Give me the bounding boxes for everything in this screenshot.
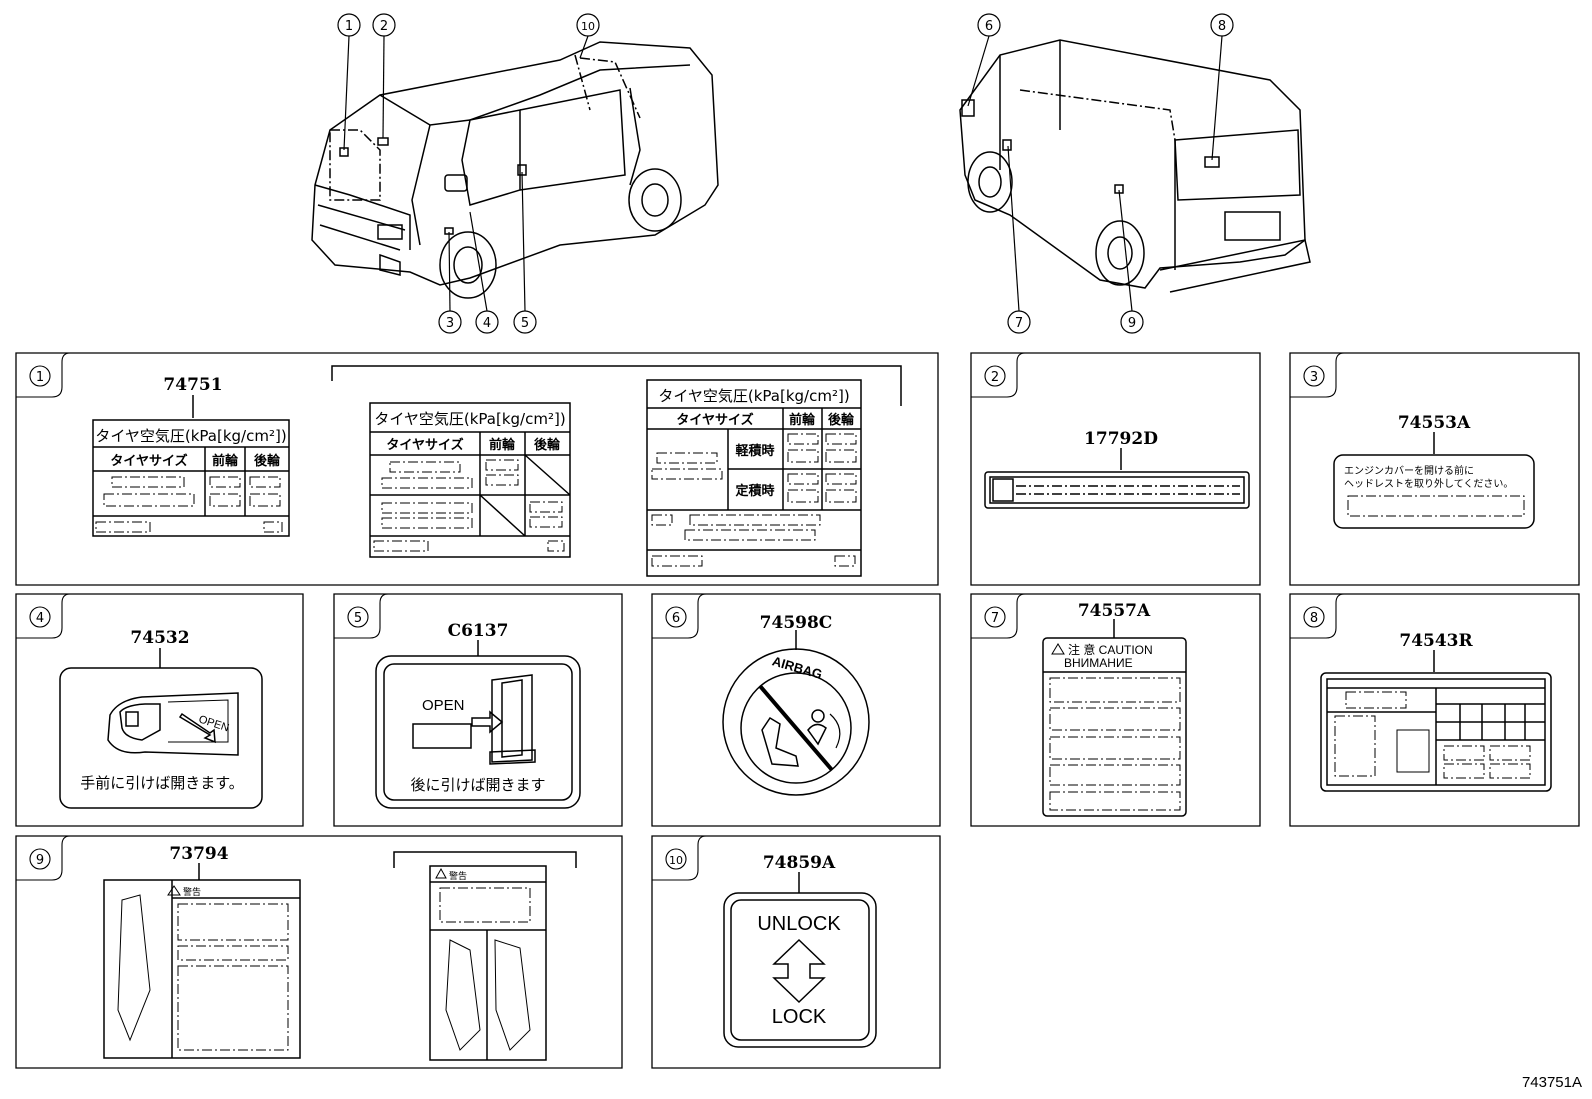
- tire-label-3-title: タイヤ空気圧(kPa[kg/cm²]): [658, 387, 849, 405]
- callout-9: 9: [1128, 316, 1136, 331]
- diagram-code: 743751A: [1521, 1074, 1582, 1091]
- panel-8-part-number: 74543R: [1399, 631, 1473, 651]
- panel-3-number: 3: [1310, 370, 1318, 385]
- panel-6-airbag-label: [722, 630, 870, 796]
- tire-label-1-size: タイヤサイズ: [110, 453, 187, 469]
- panel-5-open-text: OPEN: [422, 697, 465, 714]
- panel-1-part-number: 74751: [163, 375, 222, 395]
- panel-10-lock-text: LOCK: [772, 1006, 827, 1028]
- tire-label-1-rear: 後輪: [254, 453, 281, 469]
- panel-7-part-number: 74557A: [1078, 601, 1151, 621]
- panel-3-engine-cover-label: [1333, 432, 1535, 529]
- tire-label-1-title: タイヤ空気圧(kPa[kg/cm²]): [95, 427, 286, 445]
- panel-number-tabs: [16, 352, 1345, 881]
- tire-label-2-size: タイヤサイズ: [386, 437, 463, 453]
- panel-4-number: 4: [36, 611, 44, 626]
- callout-3: 3: [446, 316, 454, 331]
- panel-8-number: 8: [1310, 611, 1318, 626]
- panel-6-number: 6: [672, 611, 680, 626]
- callout-2: 2: [380, 19, 388, 34]
- panel-10-number: 10: [669, 854, 683, 867]
- panel-10-lock-label: [723, 872, 877, 1048]
- panel-1-number: 1: [36, 370, 44, 385]
- panel-7-caution-label: [1042, 619, 1187, 817]
- panel-8-info-label: [1320, 650, 1552, 792]
- panel-3-text-line1: エンジンカバーを開ける前に: [1344, 464, 1474, 477]
- panel-5-part-number: C6137: [448, 621, 509, 641]
- callout-1: 1: [345, 19, 353, 34]
- tire-label-2-front: 前輪: [489, 437, 516, 453]
- panel-6-part-number: 74598C: [760, 613, 833, 633]
- panel-9-warn-text-1: 警告: [183, 886, 201, 898]
- tire-label-3-front: 前輪: [789, 412, 816, 428]
- panel-6-airbag-text: AIRBAG: [771, 653, 824, 682]
- panel-5-number: 5: [354, 611, 362, 626]
- panel-7-header-line1: 注 意 CAUTION: [1068, 642, 1153, 657]
- panel-2-number: 2: [991, 370, 999, 385]
- tire-label-2-title: タイヤ空気圧(kPa[kg/cm²]): [374, 410, 565, 428]
- panel-4-part-number: 74532: [130, 628, 189, 648]
- panel-3-text-line2: ヘッドレストを取り外してください。: [1344, 478, 1513, 490]
- panel-4-door-handle-label: [59, 648, 263, 809]
- van-rear-illustration: [959, 39, 1311, 293]
- tire-label-2-rear: 後輪: [534, 437, 561, 453]
- panel-5-rear-handle-label: [375, 640, 581, 809]
- callout-markers: [337, 13, 1234, 334]
- panel-9-number: 9: [36, 853, 44, 868]
- tire-label-3-rear: 後輪: [828, 412, 855, 428]
- panel-2-part-number: 17792D: [1084, 429, 1158, 449]
- panel-2-strip-label: [984, 448, 1250, 509]
- van-front-illustration: [311, 41, 719, 299]
- panel-3-part-number: 74553A: [1398, 413, 1471, 433]
- panel-9-part-number: 73794: [169, 844, 228, 864]
- panel-9-warning-labels: [103, 851, 577, 1061]
- callout-numbers: 1 2 10 3 4 5 6 8 7 9: [345, 19, 1226, 331]
- callout-10: 10: [581, 20, 595, 33]
- panel-5-caption: 後に引けば開きます: [410, 776, 545, 794]
- panel-7-number: 7: [991, 611, 999, 626]
- panel-10-unlock-text: UNLOCK: [757, 913, 841, 935]
- tire-label-3-size: タイヤサイズ: [676, 412, 753, 428]
- tire-label-1-front: 前輪: [212, 453, 239, 469]
- panel-4-caption: 手前に引けば開きます。: [80, 774, 244, 792]
- panel-9-warn-text-2: 警告: [449, 870, 467, 882]
- panel-10-part-number: 74859A: [763, 853, 836, 873]
- panel-7-header-line2: ВНИМАНИЕ: [1064, 656, 1133, 670]
- callout-5: 5: [521, 316, 529, 331]
- callout-7: 7: [1015, 316, 1023, 331]
- panel-numbers: 1 2 3 4 5 6 7 8 9 10: [36, 370, 1318, 868]
- callout-6: 6: [985, 19, 993, 34]
- callout-4: 4: [483, 316, 491, 331]
- tire-label-3-full-load: 定積時: [734, 483, 774, 499]
- panel-frames: [15, 352, 1580, 1069]
- callout-8: 8: [1218, 19, 1226, 34]
- tire-label-3-light-load: 軽積時: [735, 443, 774, 459]
- panel-1-tire-pressure: [92, 365, 902, 577]
